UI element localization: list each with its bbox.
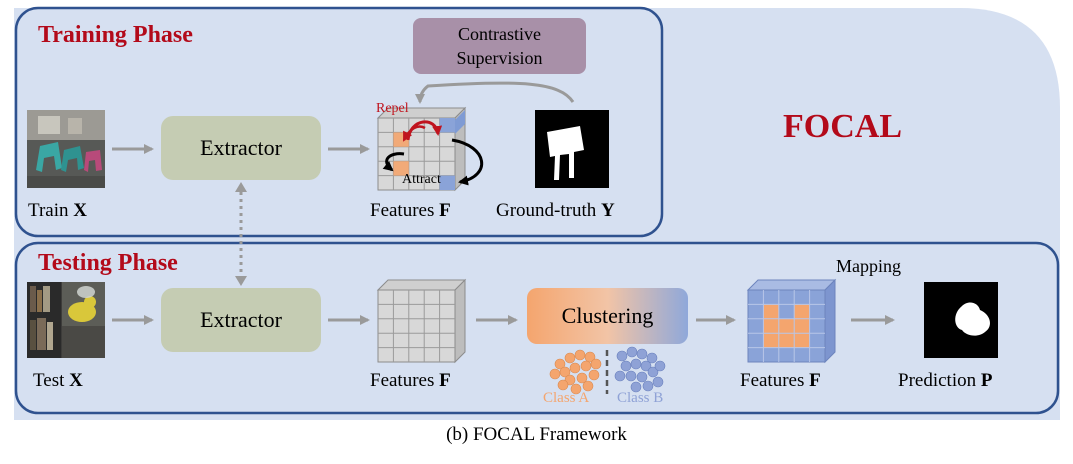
focal-title: FOCAL: [783, 108, 902, 145]
train-features-label: Features F: [370, 200, 451, 222]
ground-truth-label: Ground-truth Y: [496, 200, 615, 222]
ground-truth-text: Ground-truth: [496, 200, 602, 221]
train-input-var: X: [73, 200, 87, 221]
figure-caption: (b) FOCAL Framework: [446, 424, 627, 445]
shared-link-arrowhead-bottom: [235, 276, 247, 286]
test-input-label: Test X: [33, 370, 83, 392]
contrastive-supervision-label: Contrastive Supervision: [413, 18, 586, 74]
mapping-label: Mapping: [836, 256, 901, 276]
training-phase-title: Training Phase: [38, 22, 193, 48]
clustered-features-var: F: [809, 370, 821, 391]
testing-phase-title: Testing Phase: [38, 250, 178, 276]
attract-arrow-right: [451, 138, 483, 186]
attract-label: Attract: [402, 172, 441, 187]
test-features-label: Features F: [370, 370, 451, 392]
shared-link-arrowhead-top: [235, 182, 247, 192]
supervision-line-1: Contrastive: [458, 24, 541, 44]
test-input-text: Test: [33, 370, 70, 391]
clustered-features-label: Features F: [740, 370, 821, 392]
class-b-label: Class B: [617, 390, 664, 406]
test-extractor-label: Extractor: [200, 307, 282, 332]
train-input-text: Train: [28, 200, 74, 221]
clustered-features-cube: [746, 278, 837, 364]
test-features-var: F: [439, 370, 451, 391]
supervision-feedback-arrow: [415, 81, 575, 104]
training-phase-frame: [14, 6, 664, 238]
train-extractor-label: Extractor: [200, 135, 282, 160]
test-features-text: Features: [370, 370, 440, 391]
testing-phase-frame: [14, 241, 1060, 415]
train-extractor-box: [161, 116, 321, 180]
supervision-line-2: Supervision: [456, 48, 543, 68]
ground-truth-var: Y: [601, 200, 615, 221]
repel-label: Repel: [376, 101, 409, 116]
train-features-text: Features: [370, 200, 440, 221]
prediction-var: P: [980, 370, 993, 391]
test-features-cube: [376, 278, 467, 364]
class-b-cluster: [614, 346, 666, 393]
clustering-label: Clustering: [561, 303, 654, 328]
train-image: [27, 110, 105, 188]
repel-arrow-back: [402, 125, 426, 142]
prediction-mask: [924, 282, 998, 358]
class-a-cluster: [549, 349, 602, 395]
attract-arrow-left: [382, 152, 405, 172]
contrastive-supervision-box: [413, 18, 586, 74]
clustering-box: [527, 288, 688, 344]
prediction-label: Prediction P: [898, 370, 992, 392]
prediction-text: Prediction: [898, 370, 981, 391]
clustered-features-text: Features: [740, 370, 810, 391]
train-input-label: Train X: [28, 200, 87, 222]
ground-truth-mask: [535, 110, 609, 188]
test-image: [27, 282, 105, 358]
train-features-var: F: [439, 200, 451, 221]
test-input-var: X: [69, 370, 83, 391]
class-a-label: Class A: [543, 390, 590, 406]
test-extractor-box: [161, 288, 321, 352]
